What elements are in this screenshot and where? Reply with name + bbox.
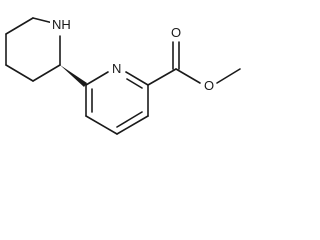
bond-py-n-c2 bbox=[125, 71, 149, 86]
bond-ester-o-methyl bbox=[216, 68, 241, 84]
stereo-wedge-bond bbox=[60, 65, 87, 87]
pyridine-n-label: N bbox=[112, 61, 121, 76]
bond-carbonyl-ester-o bbox=[175, 68, 201, 84]
bond-pip-c4-c5 bbox=[5, 64, 34, 82]
piperidine-ring bbox=[5, 17, 61, 82]
piperidine-nh-label: NH bbox=[52, 17, 71, 32]
bond-py-c3-c4 bbox=[116, 115, 149, 135]
ester-o-label: O bbox=[204, 78, 214, 93]
bond-py-c4-c5 bbox=[85, 115, 118, 135]
bond-pip-c2-c3 bbox=[5, 17, 34, 35]
bond-py-n-c2-inner bbox=[126, 78, 143, 89]
bond-py-c3-c4-inner bbox=[116, 111, 143, 128]
bond-py-c6-n bbox=[85, 71, 109, 86]
methyl-ester bbox=[147, 41, 241, 86]
structure-diagram: NH N O O bbox=[5, 16, 241, 135]
bond-pip-n-c2 bbox=[32, 17, 54, 24]
pyridine-ring bbox=[85, 71, 149, 135]
bond-pip-c5-c6 bbox=[32, 64, 61, 82]
bond-c2-carbonyl bbox=[147, 68, 177, 86]
carbonyl-o-label: O bbox=[171, 25, 181, 40]
